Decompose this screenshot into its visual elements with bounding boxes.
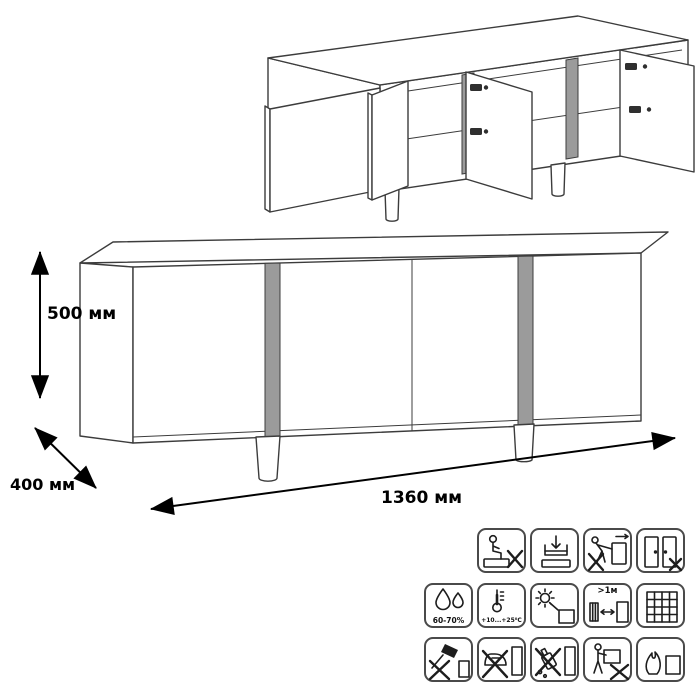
pictogram-open-door — [636, 528, 685, 573]
dimension-annotations: 500 мм 400 мм 1360 мм — [10, 250, 677, 515]
humidity-icon — [435, 588, 464, 611]
humidity-range-text: 60-70% — [432, 615, 465, 625]
pictogram-no-solvents — [530, 637, 579, 682]
front-divider — [264, 262, 281, 438]
press-clamp-icon — [541, 535, 571, 568]
height-dimension-label: 500 мм — [47, 304, 116, 324]
temperature-icon — [492, 589, 505, 613]
no-hot-objects-icon — [481, 646, 523, 679]
pictogram-no-pushing — [583, 528, 632, 573]
depth-dimension-label: 400 мм — [10, 475, 75, 494]
iso-door-edge — [264, 105, 271, 213]
hinge-icon — [470, 84, 482, 91]
front-view-drawing — [79, 231, 669, 482]
no-solvents-icon — [534, 646, 576, 679]
iso-door-right-open — [619, 49, 695, 173]
temperature-range-text: +10...+25⁰C — [481, 617, 522, 624]
front-top-panel — [79, 231, 669, 264]
hinge-icon — [470, 128, 482, 135]
width-dimension-label: 1360 мм — [381, 488, 462, 508]
front-leg — [255, 435, 281, 482]
iso-leg — [384, 187, 400, 222]
open-door-icon — [644, 536, 683, 572]
pictogram-press-clamp — [530, 528, 579, 573]
hinge-hardware — [470, 63, 652, 135]
iso-door-ajar — [371, 80, 409, 201]
width-dimension-arrow — [149, 432, 677, 515]
iso-divider — [565, 57, 579, 160]
pictogram-no-sitting — [477, 528, 526, 573]
pictogram-no-hot-objects — [477, 637, 526, 682]
iso-door-middle-open — [465, 71, 533, 200]
no-sitting-icon — [483, 534, 524, 569]
hinge-icon — [629, 106, 641, 113]
iso-leg — [550, 162, 566, 197]
front-face — [132, 252, 642, 444]
front-side-panel — [79, 262, 134, 444]
no-carry-alone-icon — [593, 643, 630, 681]
hinge-icon — [625, 63, 637, 70]
iso-door-open-left — [269, 87, 381, 213]
pictogram-avoid-sunlight — [530, 583, 579, 628]
no-pushing-icon — [587, 533, 629, 572]
pictogram-ventilation-grid — [636, 583, 685, 628]
pictogram-heat-distance: >1м — [583, 583, 632, 628]
pictogram-no-carry-alone — [583, 637, 632, 682]
front-divider — [517, 255, 534, 427]
pictogram-temperature: +10...+25⁰C — [477, 583, 526, 628]
ventilation-grid-icon — [646, 591, 678, 623]
avoid-sunlight-icon — [535, 588, 575, 624]
no-impact-icon — [428, 644, 470, 681]
iso-top-panel — [267, 15, 689, 86]
isometric-view-drawing — [264, 15, 695, 222]
depth-dimension-arrow — [34, 427, 97, 489]
distance-text: >1м — [597, 586, 618, 596]
heat-distance-icon — [589, 601, 629, 623]
pictogram-keep-from-fire — [636, 637, 685, 682]
pictogram-no-impact — [424, 637, 473, 682]
pictogram-humidity: 60-70% — [424, 583, 473, 628]
keep-from-fire-icon — [645, 651, 681, 675]
front-leg — [513, 423, 535, 463]
